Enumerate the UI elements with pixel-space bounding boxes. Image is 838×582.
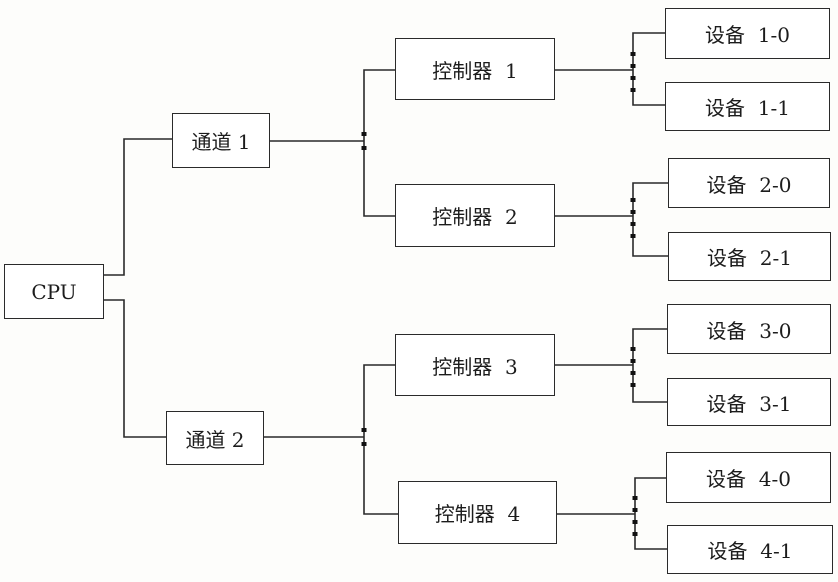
switch-marker [630, 88, 636, 92]
channel-1-box: 通道 1 [172, 113, 270, 168]
device-4-1-box: 设备 4-1 [667, 525, 833, 574]
cpu-box: CPU [4, 264, 104, 319]
device-2-1-box: 设备 2-1 [668, 232, 831, 281]
switch-marker [630, 64, 636, 68]
wire-cpu-channel-2 [104, 299, 166, 438]
switch-marker [632, 532, 638, 536]
channel-2-box: 通道 2 [166, 411, 264, 465]
switch-marker [630, 347, 636, 351]
wire-junction-controller-4 [363, 437, 398, 515]
switch-marker [630, 210, 636, 214]
wire-junction-device-1-1 [632, 70, 665, 106]
switch-marker [630, 359, 636, 363]
switch-marker [632, 496, 638, 500]
wire-junction-device-1-0 [632, 32, 665, 70]
switch-marker [361, 428, 367, 432]
wire-junction-device-4-1 [634, 514, 667, 550]
controller-3-box: 控制器 3 [395, 334, 555, 396]
switch-marker [632, 520, 638, 524]
controller-2-box: 控制器 2 [395, 184, 555, 247]
wire-junction-device-2-1 [632, 216, 668, 257]
wire-junction-device-3-0 [632, 328, 667, 365]
device-3-0-box: 设备 3-0 [667, 304, 831, 354]
controller-1-box: 控制器 1 [395, 38, 555, 100]
wire-junction-controller-2 [363, 141, 395, 217]
wire-junction-controller-3 [363, 364, 395, 437]
switch-marker [361, 132, 367, 136]
device-1-1-box: 设备 1-1 [665, 82, 830, 131]
switch-marker [632, 508, 638, 512]
device-1-0-box: 设备 1-0 [665, 8, 830, 59]
switch-marker [630, 234, 636, 238]
switch-marker [361, 442, 367, 446]
switch-marker [630, 198, 636, 202]
wire-cpu-channel-1 [104, 138, 172, 276]
wire-junction-device-3-1 [632, 365, 667, 403]
device-3-1-box: 设备 3-1 [667, 378, 831, 426]
switch-marker [630, 52, 636, 56]
switch-marker [630, 222, 636, 226]
wire-junction-device-4-0 [634, 477, 666, 514]
switch-marker [361, 146, 367, 150]
device-4-0-box: 设备 4-0 [666, 452, 831, 503]
switch-marker [630, 76, 636, 80]
wire-junction-device-2-0 [632, 182, 668, 216]
controller-4-box: 控制器 4 [398, 481, 557, 544]
switch-marker [630, 383, 636, 387]
device-2-0-box: 设备 2-0 [668, 158, 830, 208]
switch-marker [630, 371, 636, 375]
wire-junction-controller-1 [363, 69, 395, 141]
